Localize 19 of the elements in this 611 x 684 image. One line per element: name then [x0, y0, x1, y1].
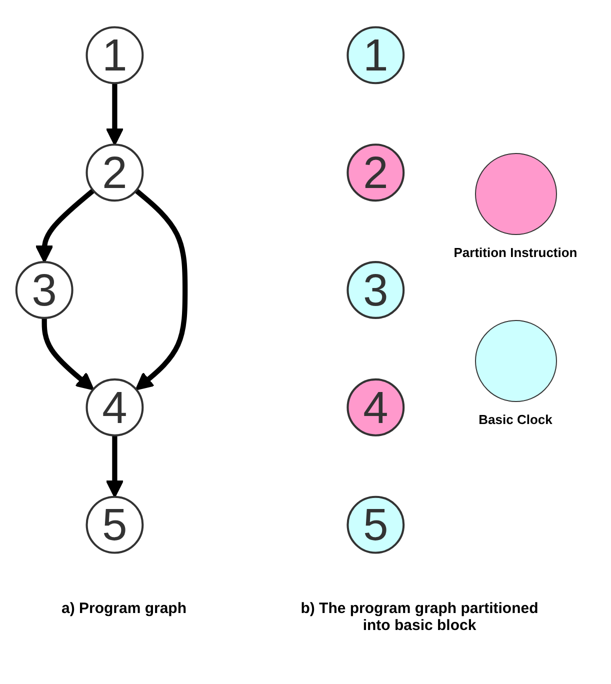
node-circle: 5 [86, 496, 144, 554]
arrow [106, 83, 124, 146]
node-circle: 4 [346, 378, 405, 436]
legend-label: Basic Clock [478, 412, 552, 427]
caption: a) Program graph [61, 600, 187, 619]
node-circle: 2 [86, 144, 144, 202]
arrow [42, 318, 94, 390]
node-circle: 1 [346, 26, 405, 84]
node-circle: 5 [346, 496, 405, 554]
node-circle: 3 [15, 261, 74, 319]
arrow [134, 188, 188, 390]
legend-label: Partition Instruction [454, 245, 578, 260]
node-circle: 3 [346, 261, 405, 319]
node-circle: 2 [346, 144, 405, 202]
caption: b) The program graph partitioned into basic block [300, 600, 540, 634]
node-circle: 1 [86, 26, 144, 84]
arrow [35, 188, 95, 263]
node-circle: 4 [86, 378, 144, 436]
arrow [106, 435, 124, 498]
